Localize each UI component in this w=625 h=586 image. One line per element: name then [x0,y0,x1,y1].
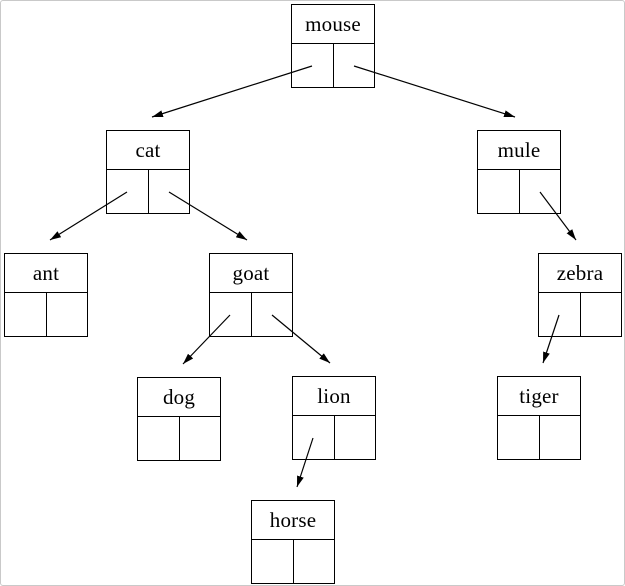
left-pointer-cell [5,293,46,337]
edge-mouse-to-mule [353,65,516,118]
tree-node-horse: horse [251,500,335,584]
tree-node-dog: dog [137,377,221,461]
tree-node-lion: lion [292,376,376,460]
left-pointer-cell [498,416,539,460]
node-pointer-row [252,539,335,584]
right-pointer-cell [538,415,581,459]
tree-node-cat: cat [106,130,190,214]
right-pointer-cell [292,539,335,583]
edge-mouse-to-cat [151,65,313,118]
left-pointer-cell [107,170,148,214]
tree-node-goat: goat [209,253,293,337]
node-pointer-row [210,292,293,337]
left-pointer-cell [252,540,293,584]
node-label: dog [138,378,220,417]
node-label: mule [478,131,560,170]
left-pointer-cell [478,170,519,214]
left-pointer-cell [293,416,334,460]
right-pointer-cell [147,169,190,213]
node-label: lion [293,377,375,416]
node-label: mouse [292,5,374,44]
node-pointer-row [293,415,376,460]
right-pointer-cell [332,43,375,87]
left-pointer-cell [292,44,333,88]
node-pointer-row [107,169,190,214]
right-pointer-cell [518,169,561,213]
node-label: cat [107,131,189,170]
node-pointer-row [5,292,88,337]
left-pointer-cell [210,293,251,337]
right-pointer-cell [45,292,88,336]
tree-node-mouse: mouse [291,4,375,88]
node-pointer-row [292,43,375,88]
tree-node-mule: mule [477,130,561,214]
node-label: goat [210,254,292,293]
right-pointer-cell [579,292,622,336]
left-pointer-cell [138,417,179,461]
node-pointer-row [478,169,561,214]
node-label: tiger [498,377,580,416]
tree-node-ant: ant [4,253,88,337]
node-label: horse [252,501,334,540]
right-pointer-cell [178,416,221,460]
node-pointer-row [138,416,221,461]
node-pointer-row [498,415,581,460]
node-label: zebra [539,254,621,293]
tree-node-tiger: tiger [497,376,581,460]
node-pointer-row [539,292,622,337]
right-pointer-cell [333,415,376,459]
tree-node-zebra: zebra [538,253,622,337]
right-pointer-cell [250,292,293,336]
node-label: ant [5,254,87,293]
left-pointer-cell [539,293,580,337]
